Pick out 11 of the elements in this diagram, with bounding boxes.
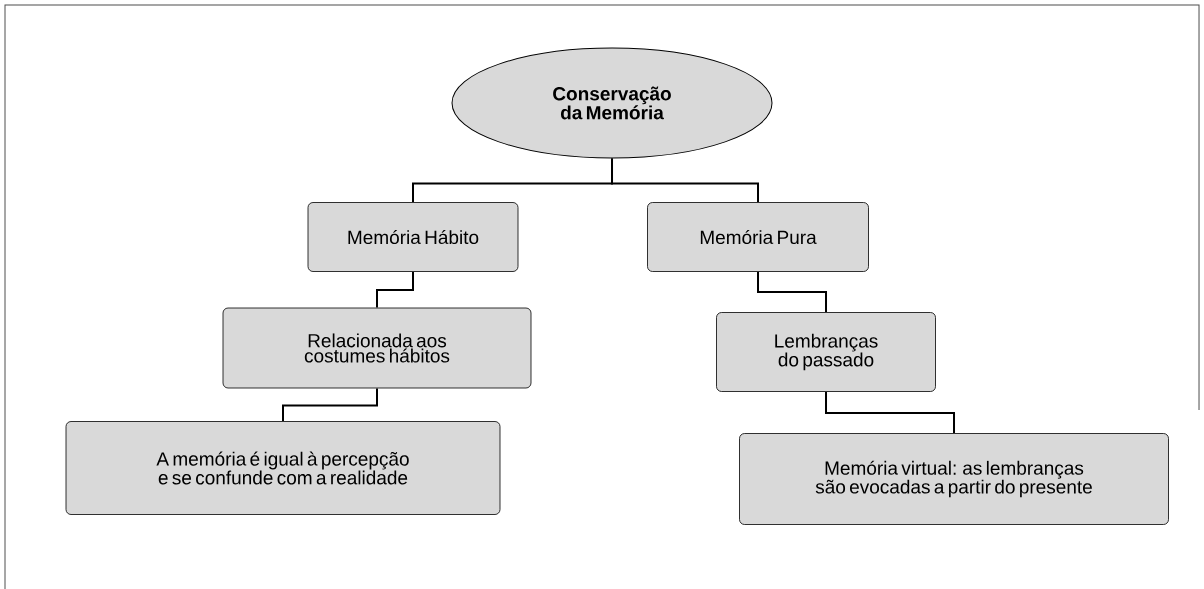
concept-box: Lembranças do passado <box>716 312 936 392</box>
concept-box: A memória é igual à percepção e se confunde com a realidade <box>65 421 501 515</box>
concept-box: Memória Hábito <box>307 202 519 272</box>
connector-line <box>611 157 759 204</box>
connector-line <box>757 270 827 314</box>
connector-line <box>282 387 378 423</box>
connector-line <box>825 390 955 435</box>
concept-box: Memória Pura <box>647 202 869 272</box>
connector-line <box>376 270 414 309</box>
concept-box: Relacionada aos costumes hábitos <box>222 307 532 389</box>
concept-box: Memória virtual: as lembranças são evocadas a partir do presente <box>739 433 1169 525</box>
